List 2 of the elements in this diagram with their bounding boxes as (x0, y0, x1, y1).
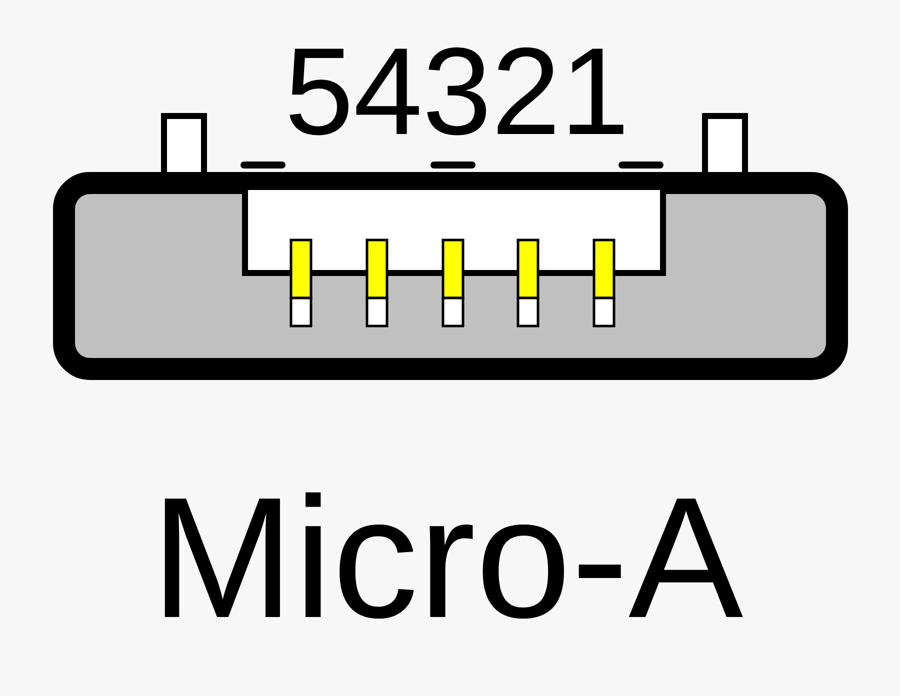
connector-name: Micro-A (150, 472, 744, 644)
pin-numbers: 54321 (284, 30, 630, 154)
